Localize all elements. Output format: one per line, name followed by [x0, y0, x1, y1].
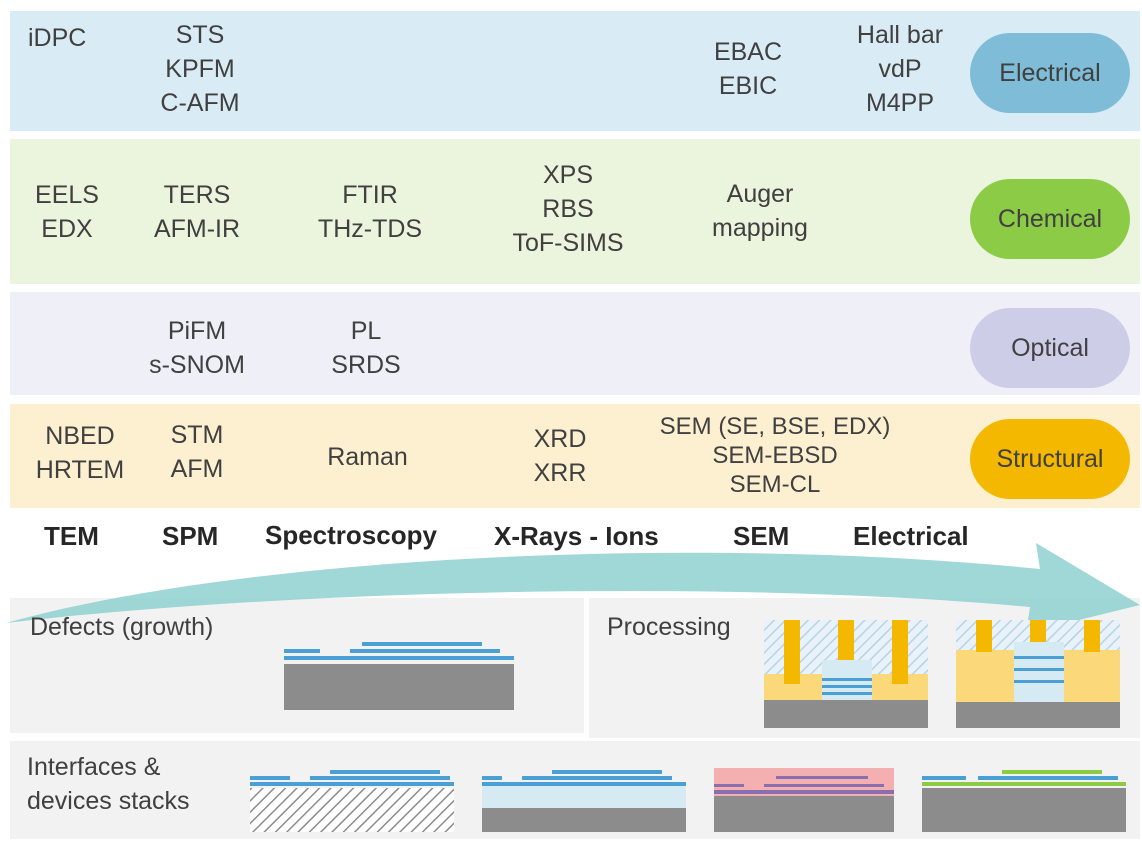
cell-structural-tem: NBED HRTEM [35, 422, 125, 484]
band-electrical [10, 11, 1140, 131]
cell-chemical-spm: TERS AFM-IR [153, 181, 241, 243]
cell-optical-spm: PiFM s-SNOM [149, 317, 245, 379]
pill-chemical: Chemical [970, 179, 1130, 259]
category-spectroscopy: Spectroscopy [265, 520, 437, 550]
process-flow-arrow-icon [6, 543, 1140, 633]
interface-stack-3-icon [714, 768, 894, 832]
pill-electrical: Electrical [970, 33, 1130, 113]
cell-electrical-spm: STS KPFM C-AFM [160, 21, 240, 117]
cell-electrical-sem: EBAC EBIC [713, 38, 783, 100]
cell-chemical-xrays: XPS RBS ToF-SIMS [512, 161, 624, 257]
processing-device-2-icon [956, 620, 1120, 728]
cell-optical-spectroscopy: PL SRDS [331, 317, 401, 379]
cell-electrical-tem: iDPC [28, 24, 87, 52]
cell-structural-spm: STM AFM [170, 421, 224, 483]
cell-electrical-electrical: Hall bar vdP M4PP [856, 21, 944, 117]
band-optical [10, 292, 1140, 395]
cell-chemical-sem: Auger mapping [712, 180, 808, 242]
cell-chemical-spectroscopy: FTIR THz-TDS [317, 181, 423, 243]
category-electrical: Electrical [853, 521, 969, 551]
cell-structural-sem: SEM (SE, BSE, EDX) SEM-EBSD SEM-CL [659, 413, 891, 498]
category-xrays-ions: X-Rays - Ions [494, 521, 659, 551]
processing-device-1-icon [764, 620, 928, 728]
pill-structural: Structural [970, 419, 1130, 499]
category-tem: TEM [44, 521, 99, 551]
cell-structural-spectroscopy: Raman [327, 443, 408, 471]
label-processing: Processing [607, 613, 731, 641]
defects-stack-icon [284, 642, 514, 710]
cell-structural-xrays: XRD XRR [533, 425, 587, 487]
category-spm: SPM [162, 521, 219, 551]
interface-stack-1-icon [250, 770, 454, 832]
label-interfaces: Interfaces & devices stacks [27, 753, 190, 815]
interface-stack-2-icon [482, 770, 686, 832]
band-structural [10, 404, 1140, 508]
band-chemical [10, 139, 1140, 284]
label-defects-growth: Defects (growth) [30, 613, 214, 641]
pill-optical: Optical [970, 308, 1130, 388]
category-sem: SEM [733, 521, 790, 551]
cell-chemical-tem: EELS EDX [35, 181, 99, 243]
interface-stack-4-icon [922, 770, 1126, 832]
